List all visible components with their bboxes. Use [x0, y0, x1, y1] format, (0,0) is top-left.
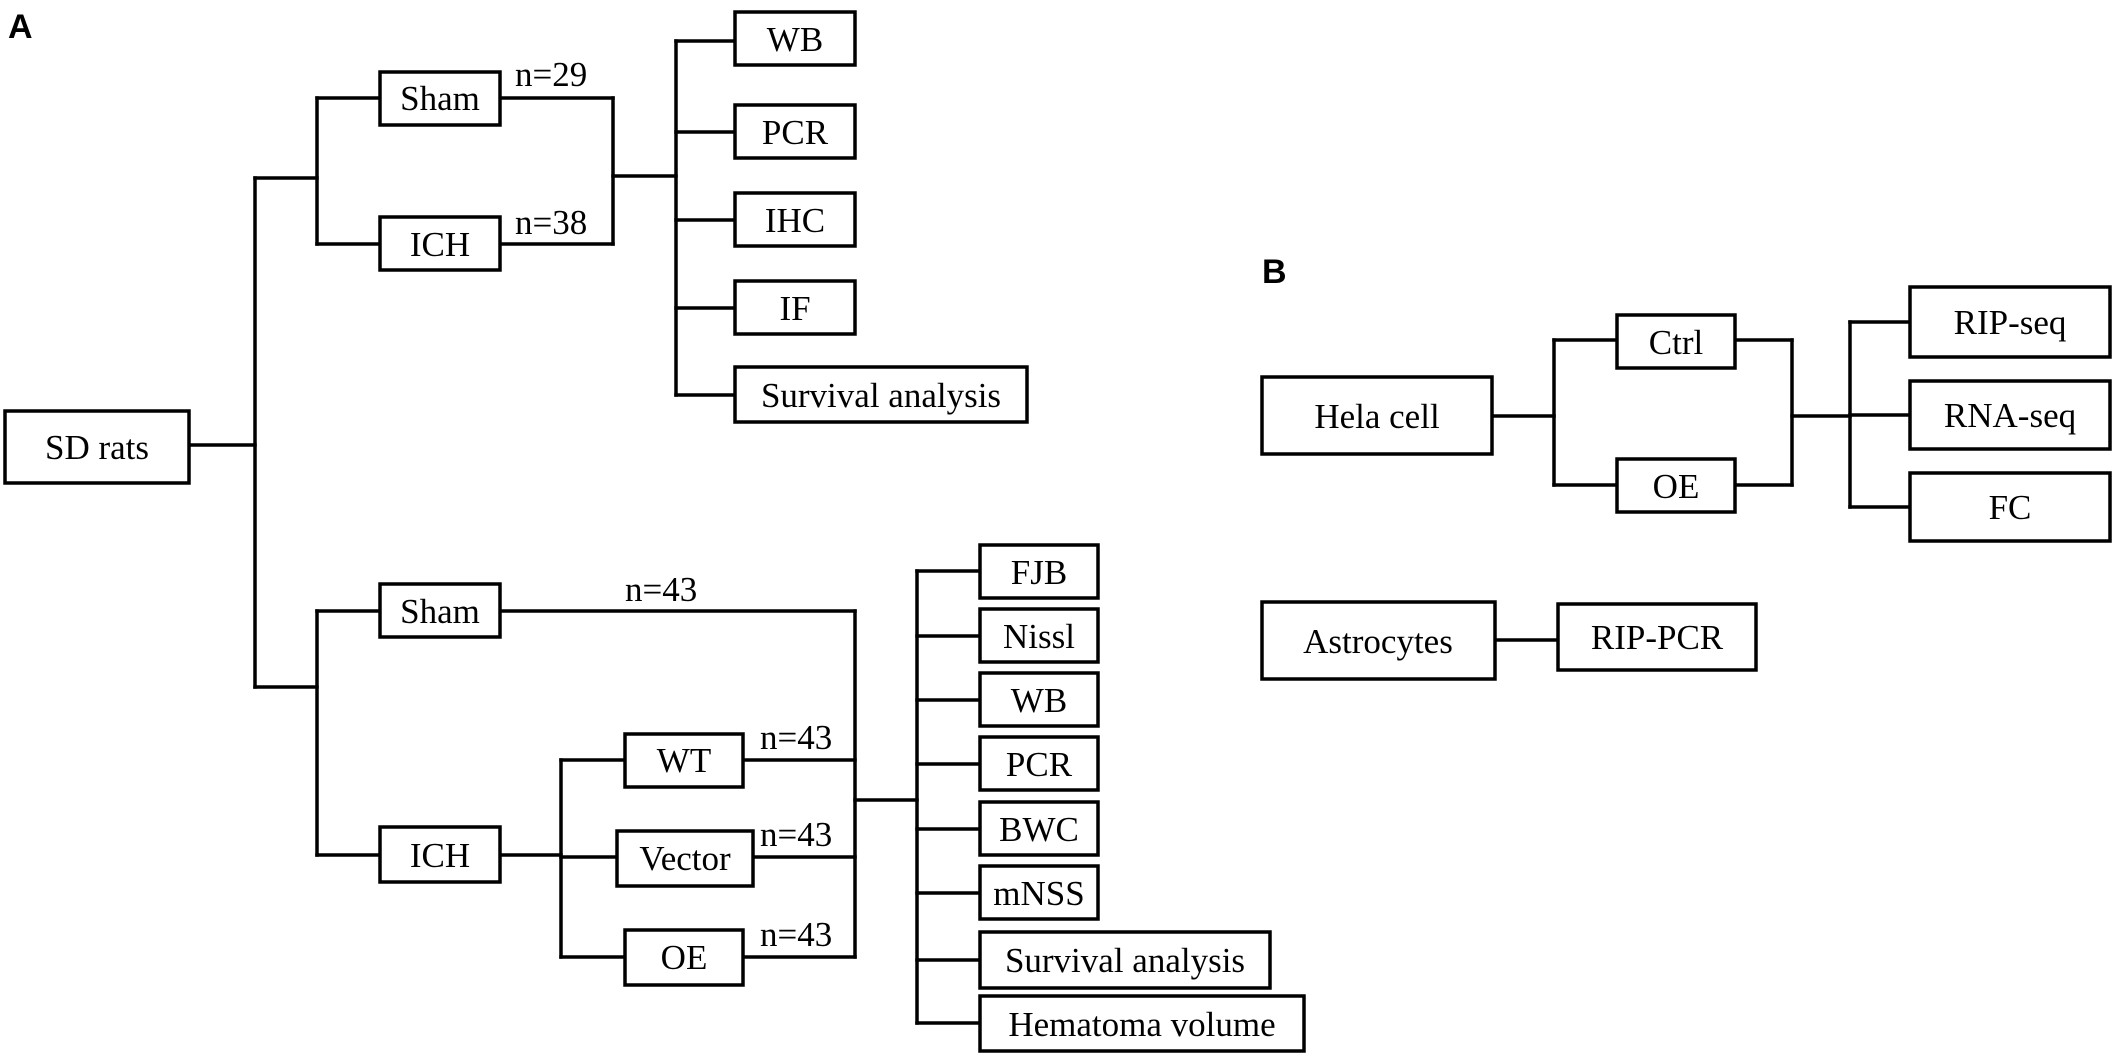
panel-b-label: B [1262, 253, 1287, 291]
assay-node: FC [1908, 471, 2112, 543]
group2-ich-node: ICH [378, 825, 502, 884]
ctrl-node: Ctrl [1615, 313, 1737, 370]
group2-oe-node: OE [623, 928, 745, 987]
hela-cell-label: Hela cell [1314, 397, 1440, 436]
assay-node: FJB [978, 543, 1100, 600]
panel-b-connectors [1490, 320, 1912, 642]
assay-label: PCR [762, 113, 829, 152]
panel-a-label: A [8, 8, 33, 46]
rip-pcr-label: RIP-PCR [1591, 618, 1724, 657]
oe-node: OE [1615, 457, 1737, 514]
assay-label: BWC [999, 810, 1079, 849]
group1-sham-label: Sham [400, 79, 480, 118]
assay-node: Survival analysis [733, 365, 1029, 424]
assay-label: RNA-seq [1944, 396, 2076, 435]
group2-wt-count: n=43 [760, 718, 832, 757]
group2-oe-label: OE [661, 938, 708, 977]
assay-node: PCR [978, 735, 1100, 792]
oe-label: OE [1653, 467, 1700, 506]
assay-node: Hematoma volume [978, 994, 1306, 1053]
group2-ich-label: ICH [410, 836, 470, 875]
assay-node: WB [978, 671, 1100, 728]
group2-oe-count: n=43 [760, 915, 832, 954]
assay-label: WB [1011, 681, 1067, 720]
assay-label: Nissl [1003, 617, 1075, 656]
assay-label: Hematoma volume [1008, 1005, 1275, 1044]
hela-cell-node: Hela cell [1260, 375, 1494, 456]
group1-ich-count: n=38 [515, 203, 587, 242]
root-node-sd-rats: SD rats [3, 409, 191, 485]
group2-vector-count: n=43 [760, 815, 832, 854]
assay-label: WB [767, 20, 823, 59]
assay-node: Nissl [978, 607, 1100, 664]
assay-node: BWC [978, 800, 1100, 857]
rip-pcr-node: RIP-PCR [1556, 602, 1758, 672]
assay-label: FJB [1011, 553, 1067, 592]
group1-ich-node: ICH [378, 215, 502, 272]
group2-wt-node: WT [623, 732, 745, 789]
assay-label: IHC [765, 201, 825, 240]
assay-label: RIP-seq [1954, 303, 2067, 342]
group2-wt-label: WT [657, 741, 711, 780]
group1-assay-list: WB PCR IHC IF Survival analysis [733, 10, 1029, 424]
astrocytes-node: Astrocytes [1260, 600, 1497, 681]
group2-vector-node: Vector [615, 829, 755, 888]
assay-label: IF [779, 289, 810, 328]
assay-label: FC [1989, 488, 2032, 527]
assay-label: PCR [1006, 745, 1073, 784]
group2-sham-count: n=43 [625, 570, 697, 609]
assay-label: mNSS [993, 874, 1084, 913]
assay-node: mNSS [978, 864, 1100, 921]
panel-b-assay-list: RIP-seq RNA-seq FC [1908, 285, 2112, 543]
astrocytes-label: Astrocytes [1303, 622, 1453, 661]
assay-node: IHC [733, 191, 857, 248]
group2-sham-label: Sham [400, 592, 480, 631]
group1-sham-count: n=29 [515, 55, 587, 94]
assay-node: PCR [733, 103, 857, 160]
assay-node: Survival analysis [978, 930, 1272, 990]
assay-label: Survival analysis [761, 376, 1001, 415]
assay-node: RIP-seq [1908, 285, 2112, 359]
assay-node: RNA-seq [1908, 379, 2112, 451]
group2-sham-node: Sham [378, 582, 502, 639]
group2-assay-list: FJB Nissl WB PCR BWC mNSS Survival analy… [978, 543, 1306, 1053]
assay-node: IF [733, 279, 857, 336]
group1-sham-node: Sham [378, 70, 502, 127]
group1-ich-label: ICH [410, 225, 470, 264]
root-node-label: SD rats [45, 428, 149, 467]
assay-node: WB [733, 10, 857, 67]
assay-label: Survival analysis [1005, 941, 1245, 980]
group2-vector-label: Vector [639, 839, 731, 878]
panel-a-connectors [187, 39, 982, 1025]
ctrl-label: Ctrl [1649, 323, 1704, 362]
